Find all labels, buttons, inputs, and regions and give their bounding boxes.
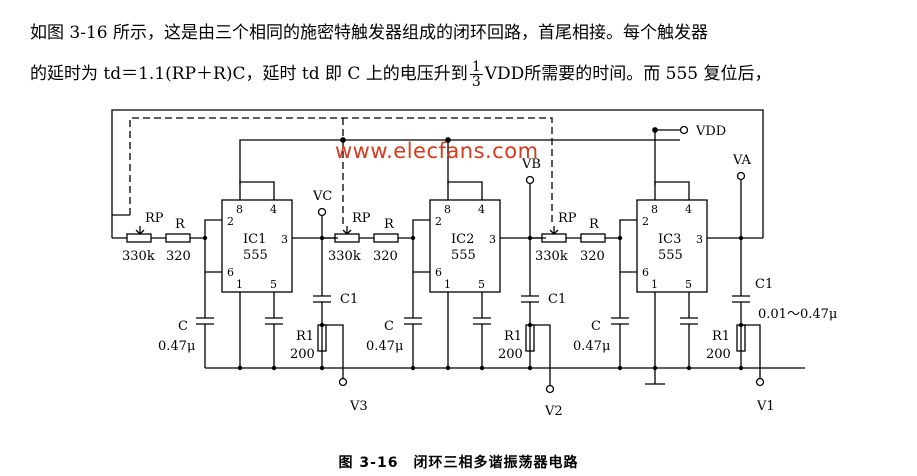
ic1-pin-4: 4 xyxy=(270,203,277,216)
stage1-r-label: R xyxy=(175,217,186,232)
stage1-vnode-label: VC xyxy=(312,189,332,204)
stage-3-wiring xyxy=(530,171,765,387)
stage3-r-label: R xyxy=(589,217,600,232)
ic3-pin-1: 1 xyxy=(651,278,658,291)
stage2-rp-value: 330k xyxy=(328,249,361,264)
ic3-name: IC3 xyxy=(658,232,681,247)
body-text-line-1: 如图 3-16 所示，这是由三个相同的施密特触发器组成的闭环回路，首尾相接。每个… xyxy=(30,23,708,43)
figure-caption: 图 3-16 闭环三相多谐振荡器电路 xyxy=(338,455,579,471)
ic1-pin-5: 5 xyxy=(270,278,277,291)
stage2-r-value: 320 xyxy=(373,249,398,264)
ic3-pin-2: 2 xyxy=(642,215,649,228)
fraction-numerator: 1 xyxy=(469,59,483,75)
ic3-pin-3: 3 xyxy=(696,233,703,246)
stage1-r1-label: R1 xyxy=(296,329,314,344)
vdd-label: VDD xyxy=(695,124,726,139)
stage3-r1-value: 200 xyxy=(706,347,731,362)
ic2-pin-1: 1 xyxy=(444,278,451,291)
ic2-model: 555 xyxy=(451,248,476,263)
stage3-vnode-label: VA xyxy=(732,153,752,168)
vdd-rail xyxy=(239,139,680,185)
stage-2-wiring xyxy=(322,175,555,394)
stage1-r1-value: 200 xyxy=(290,347,315,362)
stage1-rp-label: RP xyxy=(145,211,164,226)
stage3-vout-label: V1 xyxy=(756,399,775,414)
stage3-c-label: C xyxy=(591,319,601,334)
body-text-segment-b: VDD所需要的时间。而 555 复位后， xyxy=(484,64,772,84)
ic1-pin-8: 8 xyxy=(236,203,243,216)
stage2-r1-value: 200 xyxy=(498,347,523,362)
watermark-text: www.elecfans.com xyxy=(335,139,539,163)
ic2-pin-5: 5 xyxy=(478,278,485,291)
ic3-box xyxy=(636,199,708,293)
ic2-pin-8: 8 xyxy=(444,203,451,216)
ic3-pin-5: 5 xyxy=(685,278,692,291)
ic1-name: IC1 xyxy=(243,232,266,247)
stage3-c1-label: C1 xyxy=(755,277,773,292)
stage2-r1-label: R1 xyxy=(504,329,522,344)
ic2-pin-4: 4 xyxy=(478,203,485,216)
stage2-c-value: 0.47μ xyxy=(366,339,403,354)
stage3-rp-value: 330k xyxy=(535,249,568,264)
stage2-vout-label: V2 xyxy=(544,404,563,419)
stage-1-wiring xyxy=(112,207,348,387)
stage1-r-value: 320 xyxy=(166,249,191,264)
stage3-r-value: 320 xyxy=(580,249,605,264)
stage3-r1-label: R1 xyxy=(712,329,730,344)
dashed-feedback-wire xyxy=(129,117,553,226)
ic3-pin-6: 6 xyxy=(642,266,649,279)
fraction-denominator: 3 xyxy=(471,74,481,90)
ic2-pin-6: 6 xyxy=(435,266,442,279)
ic1-pin-1: 1 xyxy=(236,278,243,291)
body-text-segment-a: 的延时为 td＝1.1(RP＋R)C，延时 td 即 C 上的电压升到 xyxy=(30,64,468,84)
outer-loop-wire xyxy=(111,109,764,238)
stage1-rp-value: 330k xyxy=(122,249,155,264)
ic3-pin-8: 8 xyxy=(651,203,658,216)
ic1-pin-6: 6 xyxy=(227,266,234,279)
ic2-pin-3: 3 xyxy=(489,233,496,246)
stage2-c1-label: C1 xyxy=(548,292,566,307)
ic3-pin-4: 4 xyxy=(685,203,692,216)
stage3-c-value: 0.47μ xyxy=(573,339,610,354)
c1-range-label: 0.01～0.47μ xyxy=(758,307,837,322)
vdd-terminal xyxy=(679,125,689,135)
stage2-c-label: C xyxy=(384,319,394,334)
ic2-box xyxy=(429,199,501,293)
ic1-model: 555 xyxy=(243,248,268,263)
ic1-pin-2: 2 xyxy=(227,215,234,228)
stage1-c1-label: C1 xyxy=(340,292,358,307)
stage2-r-label: R xyxy=(384,217,395,232)
ic3-model: 555 xyxy=(658,248,683,263)
ic2-name: IC2 xyxy=(451,232,474,247)
stage1-vout-label: V3 xyxy=(349,399,368,414)
ic1-box xyxy=(221,199,293,293)
ic1-pin-3: 3 xyxy=(281,233,288,246)
stage3-rp-label: RP xyxy=(558,211,577,226)
stage1-c-label: C xyxy=(178,319,188,334)
stage2-rp-label: RP xyxy=(352,211,371,226)
stage1-c-value: 0.47μ xyxy=(158,339,195,354)
ground-symbol xyxy=(645,368,665,385)
stage2-vnode-label: VB xyxy=(521,157,541,172)
ic2-pin-2: 2 xyxy=(435,215,442,228)
